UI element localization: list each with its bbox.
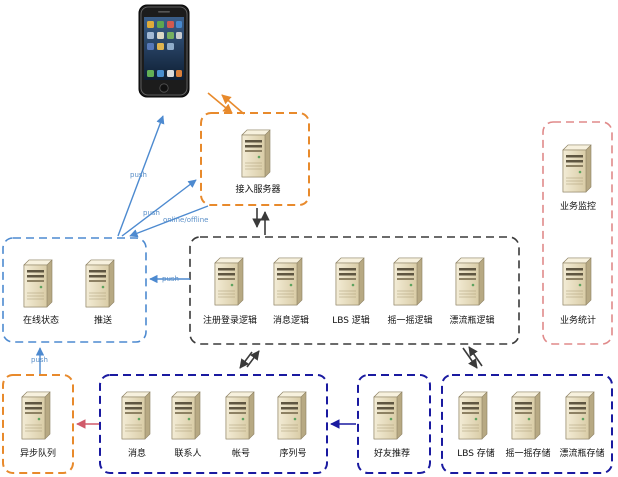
server-icon-msg-logic — [273, 257, 303, 306]
node-label-online: 在线状态 — [23, 314, 59, 326]
edge-logic-storage-up — [239, 351, 253, 369]
node-label-contacts: 联系人 — [174, 448, 201, 459]
server-icon-monitor — [562, 144, 592, 193]
edge-logic-lbs-down — [462, 347, 478, 369]
node-label-shake-store: 摇一摇存储 — [505, 447, 550, 459]
group-presence — [2, 237, 147, 343]
server-icon-access — [241, 129, 271, 178]
node-label-bottle-logic: 漂流瓶逻辑 — [449, 314, 494, 326]
node-label-lbs-logic: LBS 逻辑 — [332, 314, 370, 326]
group-access — [200, 112, 310, 206]
server-icon-bottle-store — [565, 391, 595, 440]
edge-push-phone — [117, 115, 165, 237]
node-label-reg: 注册登录逻辑 — [203, 314, 257, 326]
edge-logic-lbs-up — [468, 346, 483, 367]
edge-label-push-upper: push — [130, 171, 147, 179]
server-icon-lbs-logic — [335, 257, 365, 306]
server-icon-push — [85, 259, 115, 308]
group-storage — [99, 374, 328, 474]
server-icon-msg-store — [121, 391, 151, 440]
group-logic — [189, 236, 520, 345]
node-label-shake-logic: 摇一摇逻辑 — [387, 314, 432, 326]
node-label-bottle-store: 漂流瓶存储 — [559, 447, 604, 459]
node-label-seq: 序列号 — [279, 447, 306, 459]
server-icon-lbs-store — [458, 391, 488, 440]
server-icon-shake-store — [511, 391, 541, 440]
iphone-icon — [138, 4, 190, 98]
edge-online-offline — [129, 205, 209, 238]
edge-label-online-offline: online/offline — [163, 216, 208, 224]
node-label-lbs-store: LBS 存储 — [457, 447, 495, 459]
node-label-queue: 异步队列 — [20, 447, 56, 459]
edge-logic-storage-down — [246, 350, 260, 368]
group-friend — [357, 374, 431, 474]
group-queue — [2, 374, 74, 474]
server-icon-reg — [214, 257, 244, 306]
server-icon-seq — [277, 391, 307, 440]
edge-label-push-queue: push — [31, 356, 48, 364]
edge-label-push-logic: push — [162, 275, 179, 283]
group-ops — [542, 121, 613, 345]
edge-access-phone — [221, 94, 245, 115]
node-label-msg-logic: 消息逻辑 — [273, 314, 309, 326]
server-icon-online — [23, 259, 53, 308]
server-icon-account — [225, 391, 255, 440]
node-label-push: 推送 — [94, 314, 112, 326]
server-icon-friend — [373, 391, 403, 440]
edge-phone-access — [207, 92, 233, 114]
node-label-account: 帐号 — [232, 447, 250, 459]
server-icon-bottle-logic — [455, 257, 485, 306]
node-label-monitor: 业务监控 — [560, 200, 596, 212]
node-label-access: 接入服务器 — [235, 183, 280, 195]
edge-label-push-mid: push — [143, 209, 160, 217]
node-label-friend: 好友推荐 — [374, 447, 410, 459]
server-icon-shake-logic — [393, 257, 423, 306]
server-icon-queue — [21, 391, 51, 440]
node-label-stats: 业务统计 — [560, 314, 596, 326]
server-icon-contacts — [171, 391, 201, 440]
server-icon-stats — [562, 257, 592, 306]
edge-push-access — [121, 179, 197, 237]
node-label-msg-store: 消息 — [128, 447, 146, 459]
